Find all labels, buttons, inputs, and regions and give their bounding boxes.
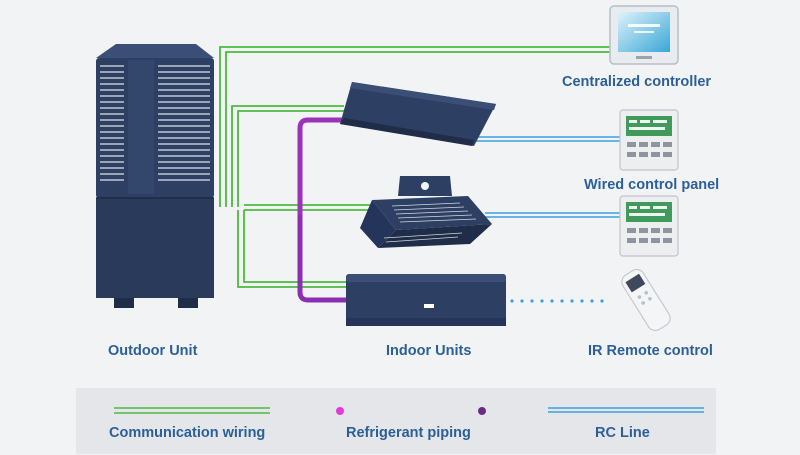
legend-communication-wiring: Communication wiring (109, 425, 266, 441)
wired-control-panel-label: Wired control panel (584, 177, 720, 193)
outdoor-unit-label: Outdoor Unit (108, 343, 198, 359)
wired-control-panel-2-illustration (619, 195, 679, 257)
ir-signal-dots (510, 299, 604, 303)
communication-wiring (219, 46, 612, 288)
ceiling-indoor-unit-illustration (340, 82, 496, 146)
refrigerant-piping (211, 117, 381, 303)
outdoor-unit-illustration (96, 44, 214, 308)
communication-wiring-swatch (114, 407, 270, 414)
legend-refrigerant-piping: Refrigerant piping (346, 425, 471, 441)
refrigerant-piping-swatch (336, 407, 486, 415)
legend-rc-line: RC Line (595, 425, 650, 441)
cassette-indoor-unit-illustration (360, 176, 492, 248)
rc-lines (470, 136, 622, 218)
indoor-units-label: Indoor Units (386, 343, 472, 359)
centralized-controller-label: Centralized controller (562, 74, 712, 90)
legend: Communication wiring Refrigerant piping … (76, 388, 716, 454)
wall-indoor-unit-illustration (346, 274, 506, 326)
centralized-controller-illustration (609, 5, 679, 65)
rc-line-swatch (548, 407, 704, 413)
legend-swatches (114, 407, 704, 415)
ir-remote-label: IR Remote control (588, 343, 713, 359)
wired-control-panel-1-illustration (619, 109, 679, 171)
ir-remote-illustration (621, 268, 671, 332)
